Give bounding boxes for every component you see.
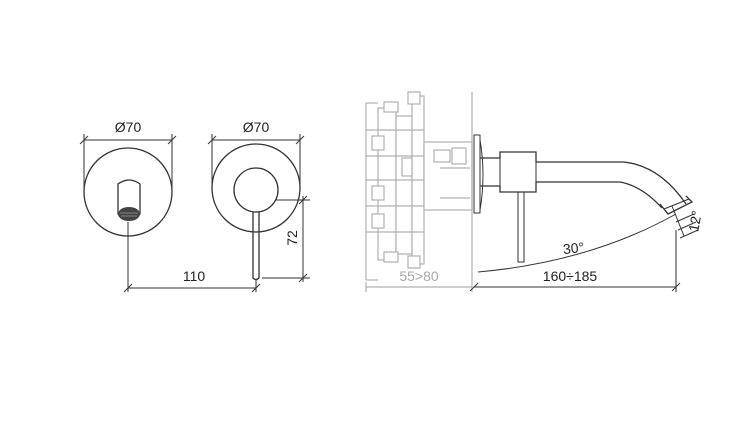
centers-dimension: 110 xyxy=(123,222,261,293)
mixer-wall-plate xyxy=(211,143,301,233)
handle-height-label: 72 xyxy=(284,230,300,246)
escutcheon-plate xyxy=(473,134,481,214)
mixer-diameter-label: Ø70 xyxy=(243,119,270,135)
mixer-diameter-dimension: Ø70 xyxy=(207,119,305,190)
spout-curve-outer xyxy=(623,161,687,205)
mixer-knob xyxy=(233,167,279,213)
spout-outlet xyxy=(117,179,141,221)
swivel-angle-label: 30° xyxy=(562,239,585,257)
spout-top-edge xyxy=(480,151,624,163)
centers-label: 110 xyxy=(183,268,206,284)
swivel-arc xyxy=(477,213,677,273)
wall-depth-dimension: 55>80 xyxy=(365,268,472,292)
spout-outlet-nozzle xyxy=(659,195,694,215)
mixer-handle-side xyxy=(517,191,525,263)
outlet-angle-indicator: 12° xyxy=(671,205,705,239)
aerator-icon xyxy=(118,207,140,221)
mixer-handle xyxy=(252,212,260,281)
handle-height-dimension: 72 xyxy=(262,195,310,283)
concealed-body-side-view xyxy=(365,91,473,292)
spout-diameter-label: Ø70 xyxy=(115,119,142,135)
spout-side-view xyxy=(473,134,694,263)
projection-dimension: 160÷185 xyxy=(469,230,681,292)
projection-label: 160÷185 xyxy=(543,268,598,284)
swivel-angle-indicator: 30° xyxy=(477,213,677,273)
mixer-front-view xyxy=(211,143,301,281)
wall-depth-label: 55>80 xyxy=(399,268,439,284)
spout-diameter-dimension: Ø70 xyxy=(79,119,177,190)
outlet-angle-label: 12° xyxy=(685,209,704,233)
